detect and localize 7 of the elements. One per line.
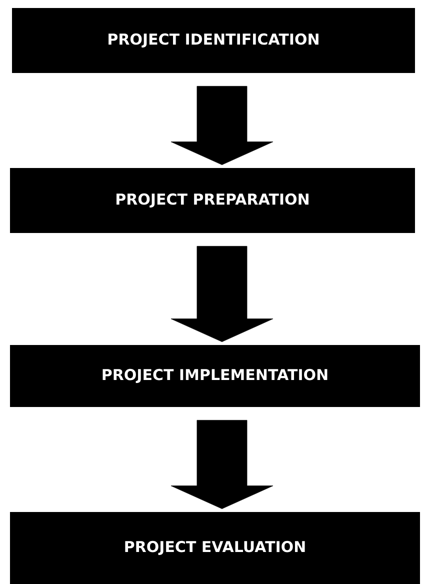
process-box: PROJECT IMPLEMENTATION: [10, 345, 420, 407]
block-arrow: [170, 86, 274, 165]
process-box: PROJECT IDENTIFICATION: [12, 8, 415, 73]
block-arrow: [170, 420, 274, 509]
process-box: PROJECT EVALUATION: [10, 512, 420, 584]
process-box: PROJECT PREPARATION: [10, 168, 415, 233]
block-arrow: [170, 246, 274, 342]
